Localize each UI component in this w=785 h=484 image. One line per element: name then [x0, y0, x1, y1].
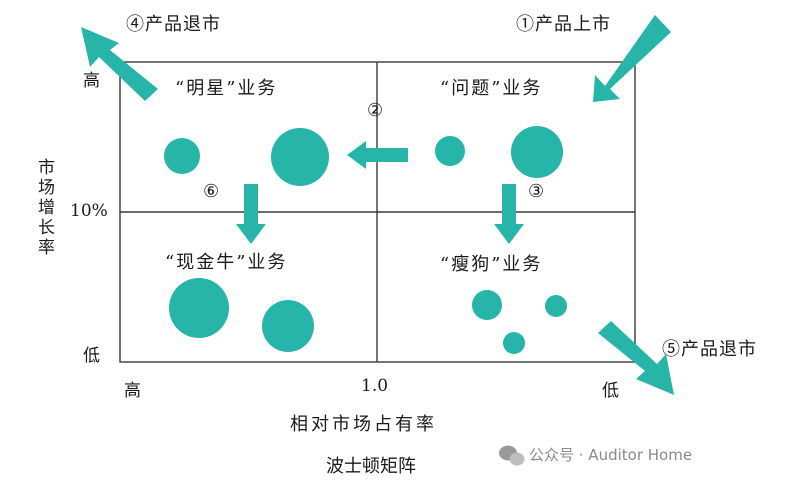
dog-exit-arrow [598, 321, 674, 395]
cashcow-medium-circle [262, 300, 314, 352]
star-large-circle [271, 128, 329, 186]
star-to-cashcow-arrow [236, 184, 266, 244]
matrix-grid [119, 61, 636, 363]
dog-exit-label: ⑤产品退市 [662, 339, 757, 360]
x-axis-title: 相对市场占有率 [290, 414, 437, 435]
star-quadrant-label: “明星”业务 [175, 78, 278, 99]
star-exit-label: ④产品退市 [126, 14, 221, 35]
star-exit-arrow [81, 27, 158, 101]
figure-caption: 波士顿矩阵 [326, 456, 416, 477]
dog-circle-3 [503, 332, 525, 354]
star-small-circle [164, 138, 200, 174]
question-large-circle [511, 126, 563, 178]
step-6-label: ⑥ [203, 181, 221, 202]
wechat-icon [499, 445, 525, 466]
question-quadrant-label: “问题”业务 [440, 78, 543, 99]
x-axis-mid: 1.0 [361, 376, 389, 396]
x-axis-low: 低 [602, 381, 619, 401]
cashcow-quadrant-label: “现金牛”业务 [165, 252, 288, 273]
dog-circle-2 [545, 295, 567, 317]
product-launch-label: ①产品上市 [516, 14, 611, 35]
flow-arrows [81, 15, 674, 395]
step-3-label: ③ [528, 181, 546, 202]
dog-circle-1 [472, 290, 502, 320]
x-axis-high: 高 [124, 381, 141, 401]
watermark-text: 公众号 · Auditor Home [529, 446, 693, 464]
y-axis-high: 高 [83, 71, 100, 91]
y-axis-mid: 10% [70, 201, 108, 221]
cashcow-large-circle [169, 278, 229, 338]
step-2-label: ② [367, 100, 385, 121]
question-to-dog-arrow [494, 184, 524, 244]
y-axis-low: 低 [83, 346, 100, 366]
question-to-star-arrow [347, 141, 408, 169]
question-small-circle [435, 136, 465, 166]
product-launch-arrow [593, 15, 671, 102]
y-axis-title: 市场增长率 [34, 158, 54, 258]
business-circles [164, 126, 567, 354]
dog-quadrant-label: “瘦狗”业务 [440, 254, 543, 275]
